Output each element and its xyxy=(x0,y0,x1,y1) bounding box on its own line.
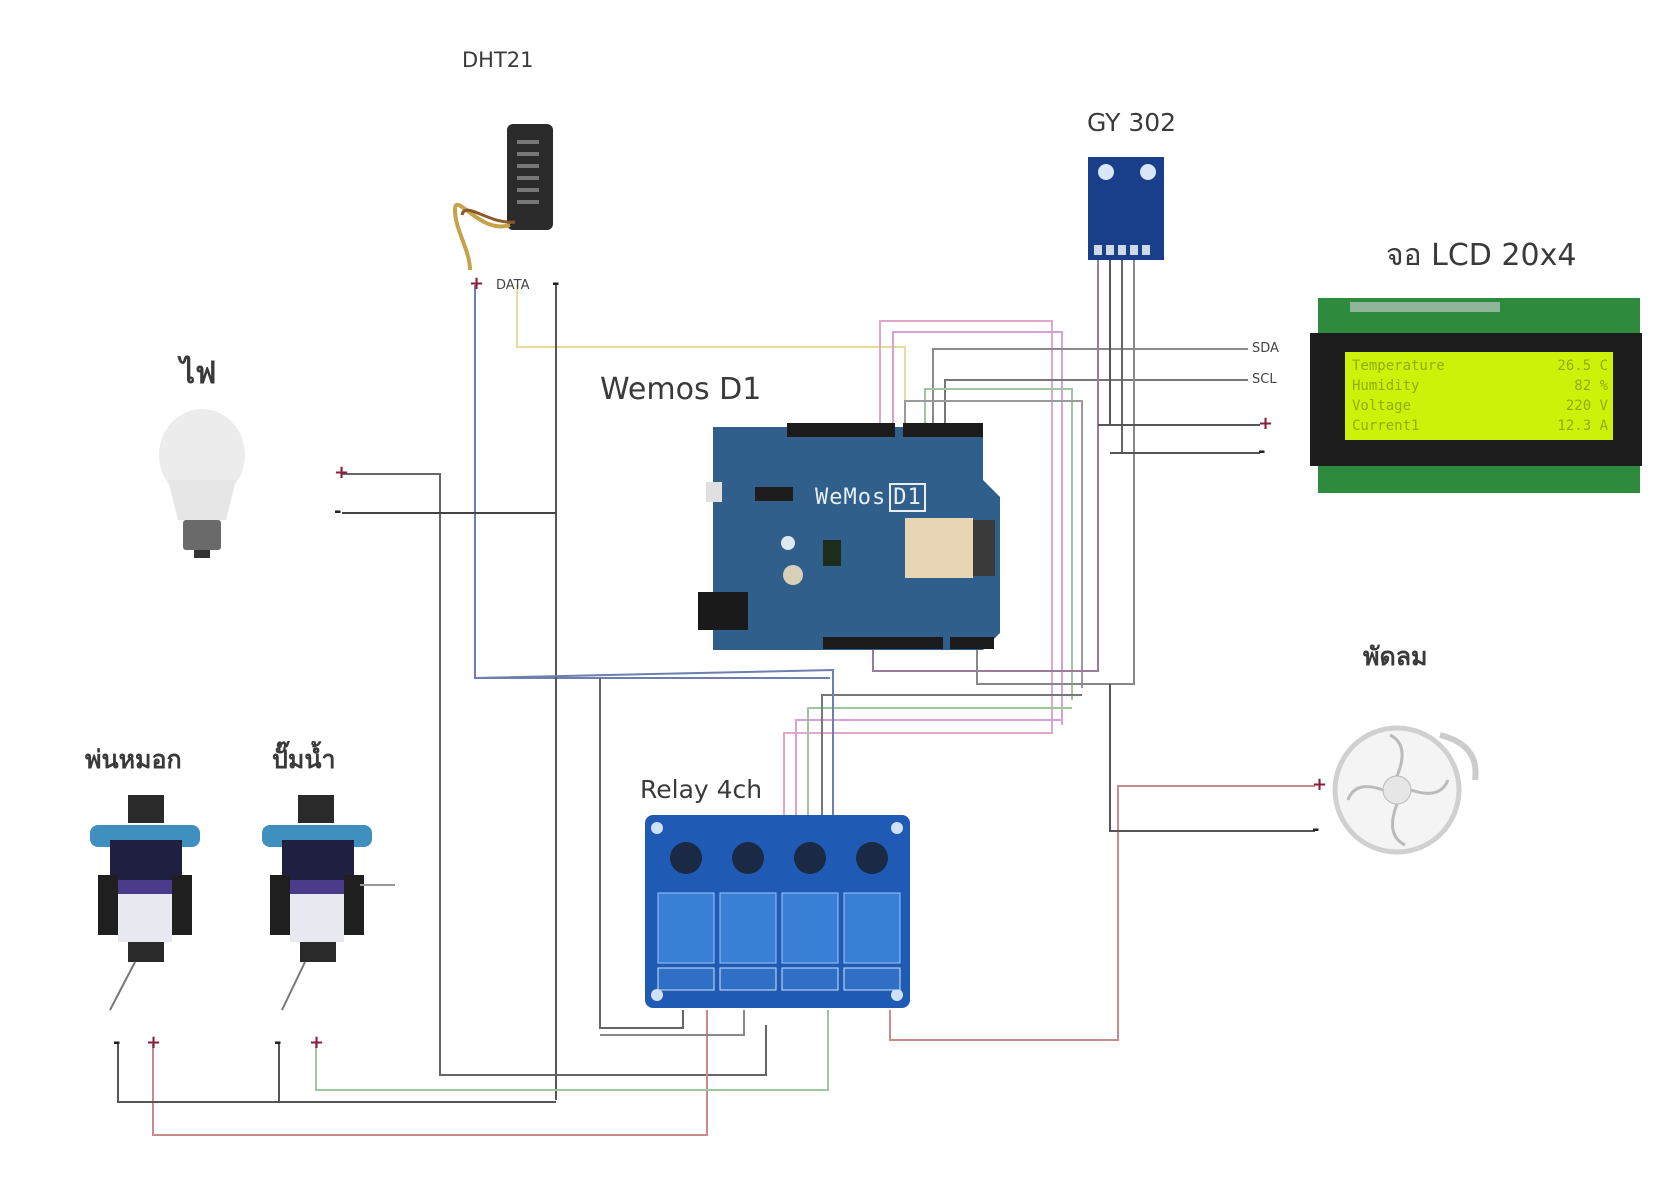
wire-gy-4 xyxy=(976,258,1135,685)
gy302-module xyxy=(1088,157,1164,260)
lcd-sda-pin: SDA xyxy=(1252,341,1279,356)
relay-transistor xyxy=(856,842,888,874)
lamp-plus-pin: + xyxy=(334,462,350,483)
wire-relay-gnd xyxy=(474,668,834,815)
relay-label: Relay 4ch xyxy=(640,775,763,804)
lcd-minus-pin: - xyxy=(1258,441,1266,462)
wire-relay-out-a xyxy=(599,678,684,1029)
dht21-label: DHT21 xyxy=(462,48,534,72)
wire-gy-2 xyxy=(1109,258,1260,426)
relay-terminal[interactable] xyxy=(781,967,839,991)
lamp-minus-pin: - xyxy=(334,501,342,522)
relay-switch xyxy=(657,892,715,964)
wire-relay-in-4 xyxy=(821,694,1082,815)
wire-mist-plus xyxy=(152,1010,708,1136)
mist-sprayer-label: พ่นหมอก xyxy=(85,745,182,774)
relay-terminal[interactable] xyxy=(719,967,777,991)
lcd-scl-pin: SCL xyxy=(1252,372,1277,387)
lcd-line-name: Humidity xyxy=(1352,378,1420,394)
wire-gy-1 xyxy=(872,258,1099,672)
wire-relay-in-2 xyxy=(795,719,1062,815)
wire-fan-minus xyxy=(1109,684,1315,832)
lcd-module xyxy=(1310,298,1642,493)
lcd-line: Temperature 26.5 C xyxy=(1352,356,1608,376)
mist-minus-pin: - xyxy=(113,1032,121,1053)
lcd-line-value: 12.3 A xyxy=(1557,418,1608,434)
lcd-line-value: 82 % xyxy=(1574,378,1608,394)
wemos-board-badge: D1 xyxy=(889,483,926,512)
mist-sprayer-pump xyxy=(90,795,200,1011)
wire-green-1 xyxy=(924,388,1073,700)
relay-channel xyxy=(781,842,839,991)
gy302-label: GY 302 xyxy=(1087,108,1177,137)
wire-scl xyxy=(944,379,1248,425)
fan-plus-pin: + xyxy=(1312,774,1328,795)
relay-channel xyxy=(719,842,777,991)
lcd-label: จอ LCD 20x4 xyxy=(1386,238,1577,273)
wire-grey-2 xyxy=(904,400,1083,688)
lcd-line: Voltage 220 V xyxy=(1352,396,1608,416)
wire-pink-1 xyxy=(879,320,1053,713)
relay-4ch-module xyxy=(645,815,910,1008)
relay-switch xyxy=(781,892,839,964)
dht-data-pin: DATA xyxy=(496,278,530,293)
relay-channel xyxy=(657,842,715,991)
wire-dht-data xyxy=(516,285,906,425)
lcd-line: Current1 12.3 A xyxy=(1352,416,1608,436)
lcd-line-name: Current1 xyxy=(1352,418,1420,434)
lcd-screen: Temperature 26.5 C Humidity 82 % Voltage 22… xyxy=(1352,356,1608,438)
relay-terminal[interactable] xyxy=(843,967,901,991)
wire-relay-out-b xyxy=(600,1010,745,1036)
dht-minus-pin: - xyxy=(552,273,560,294)
lcd-plus-pin: + xyxy=(1258,413,1274,434)
lcd-line-value: 26.5 C xyxy=(1557,358,1608,374)
mist-plus-pin: + xyxy=(146,1032,162,1053)
lcd-line-value: 220 V xyxy=(1565,398,1608,414)
lcd-line: Humidity 82 % xyxy=(1352,376,1608,396)
dht-plus-pin: + xyxy=(469,273,485,294)
water-pump xyxy=(262,795,395,1011)
wemos-board-text: WeMos xyxy=(815,485,887,510)
fan xyxy=(1332,725,1479,855)
pump-plus-pin: + xyxy=(309,1032,325,1053)
lcd-line-name: Voltage xyxy=(1352,398,1412,414)
relay-switch xyxy=(719,892,777,964)
lamp-label: ไฟ xyxy=(180,356,217,391)
relay-transistor xyxy=(794,842,826,874)
relay-transistor xyxy=(732,842,764,874)
fan-label: พัดลม xyxy=(1363,642,1428,671)
fan-minus-pin: - xyxy=(1312,819,1320,840)
pump-minus-pin: - xyxy=(274,1032,282,1053)
wire-relay-in-3 xyxy=(807,707,1072,815)
wemos-board xyxy=(698,423,1000,650)
wire-lamp-plus xyxy=(342,473,767,1076)
wire-sda xyxy=(932,348,1248,425)
relay-channel xyxy=(843,842,901,991)
relay-switch xyxy=(843,892,901,964)
wire-mist-minus xyxy=(117,1044,556,1103)
water-pump-label: ปั๊มน้ำ xyxy=(272,745,336,774)
wire-gy-3 xyxy=(1121,258,1260,454)
wemos-label: Wemos D1 xyxy=(600,372,762,407)
wire-pump-plus xyxy=(315,1010,829,1091)
relay-terminal[interactable] xyxy=(657,967,715,991)
wire-pink-2 xyxy=(892,331,1063,725)
lcd-line-name: Temperature xyxy=(1352,358,1445,374)
wire-relay-in-1 xyxy=(783,713,1053,815)
relay-transistor xyxy=(670,842,702,874)
lamp-bulb xyxy=(159,409,245,558)
dht21-sensor xyxy=(452,124,553,271)
wire-fan-plus xyxy=(889,785,1315,1041)
